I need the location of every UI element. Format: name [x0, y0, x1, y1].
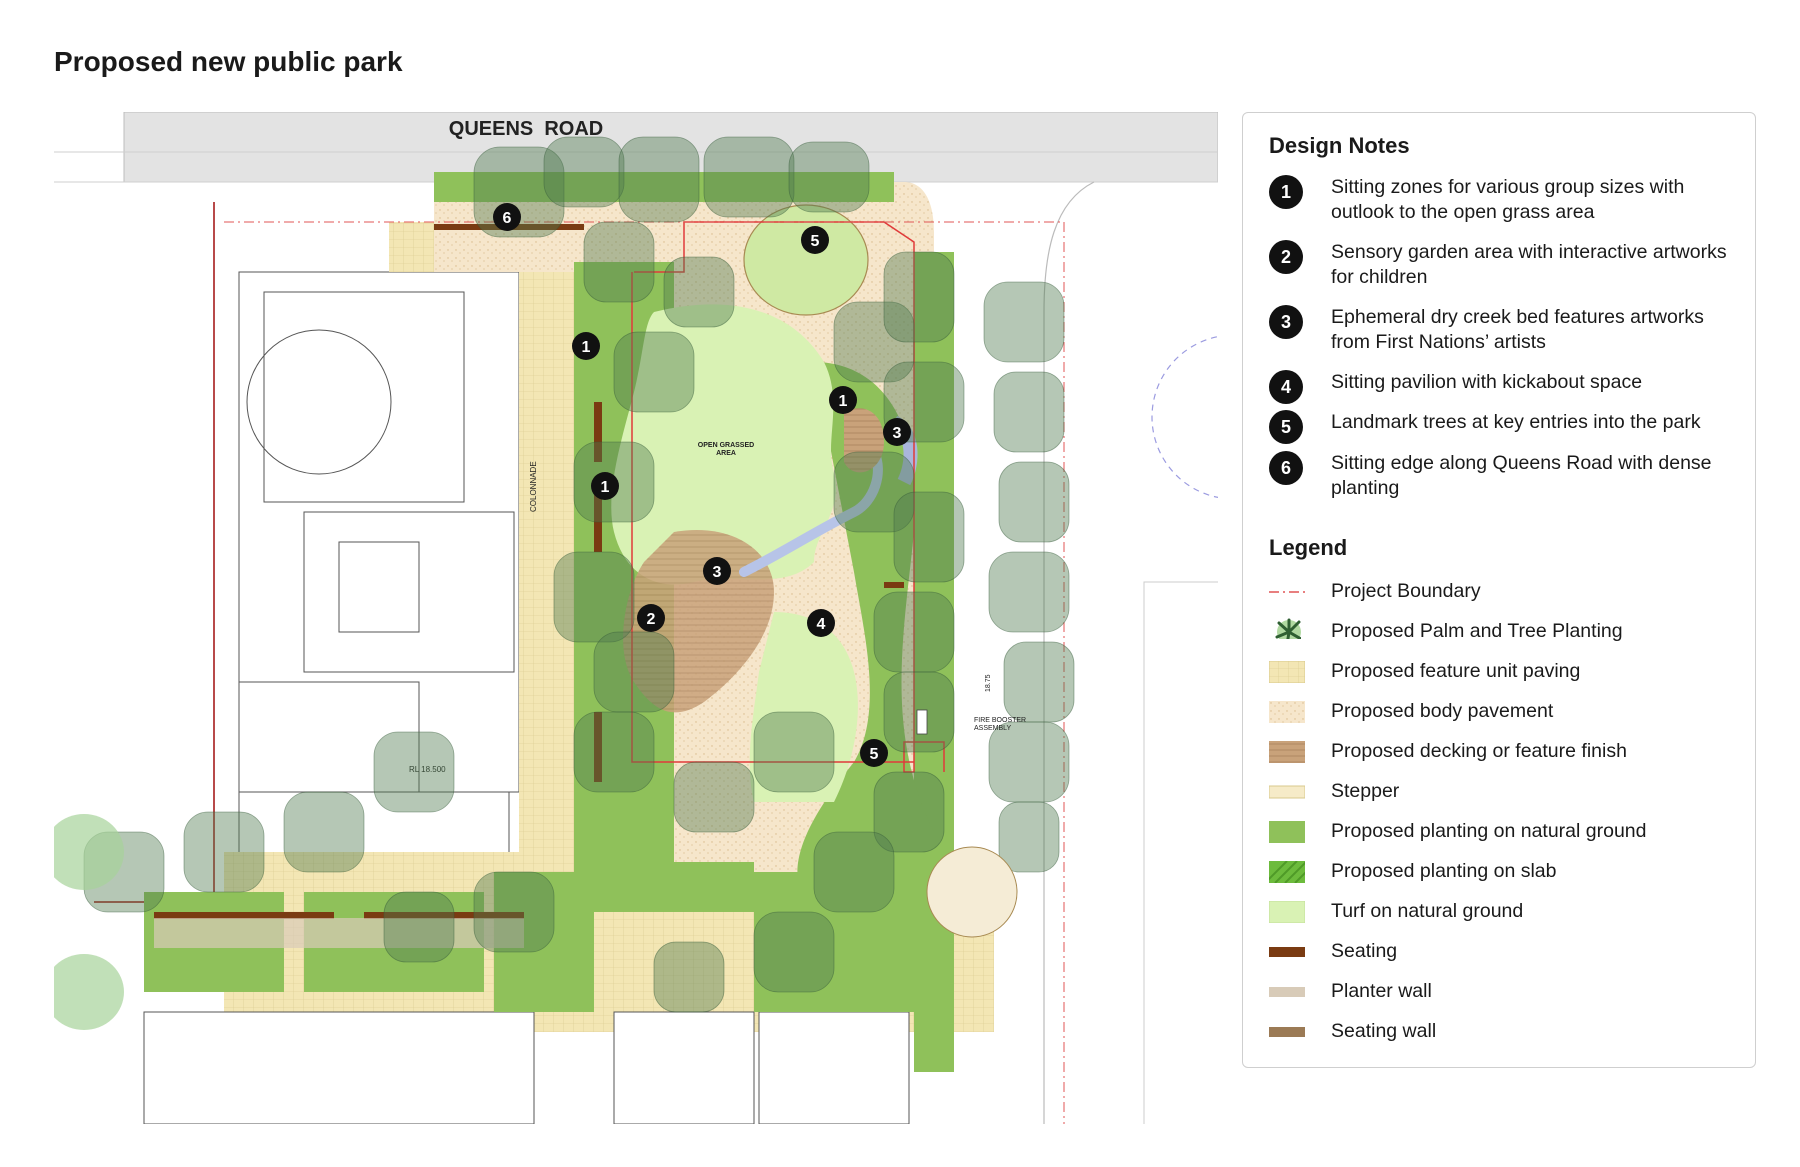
- legend-label: Seating wall: [1331, 1020, 1437, 1042]
- note-number-badge: 5: [1269, 410, 1303, 444]
- legend-label: Proposed feature unit paving: [1331, 660, 1581, 682]
- legend-label: Stepper: [1331, 780, 1400, 802]
- svg-text:1: 1: [601, 479, 610, 496]
- legend-label: Proposed decking or feature finish: [1331, 740, 1627, 762]
- legend-item-seating: Seating: [1269, 937, 1739, 967]
- design-note-markers: 1 1 1 2 3 3 4 5 5 6: [493, 203, 911, 767]
- svg-text:5: 5: [811, 233, 820, 250]
- colonnade-paving: [519, 272, 574, 892]
- legend-item-decking: Proposed decking or feature finish: [1269, 737, 1739, 767]
- legend-label: Proposed planting on natural ground: [1331, 820, 1647, 842]
- legend-item-project-boundary: Project Boundary: [1269, 577, 1739, 607]
- legend-item-seating-wall: Seating wall: [1269, 1017, 1739, 1047]
- legend-heading: Legend: [1269, 535, 1348, 560]
- speckle-pavement-swatch: [1269, 701, 1305, 723]
- svg-text:2: 2: [647, 611, 656, 628]
- dimension-label: 18.75: [985, 674, 992, 692]
- pavilion: [844, 408, 884, 473]
- svg-text:1: 1: [582, 339, 591, 356]
- site-plan-map: QUEENS ROAD RL 18.500 COLONNADE: [54, 112, 1218, 1124]
- svg-text:5: 5: [870, 746, 879, 763]
- svg-text:1: 1: [839, 393, 848, 410]
- legend-item-turf: Turf on natural ground: [1269, 897, 1739, 927]
- landmark-tree-north: [743, 204, 869, 316]
- legend-item-stepper: Stepper: [1269, 777, 1739, 807]
- note-text: Sitting pavilion with kickabout space: [1331, 371, 1643, 393]
- legend-label: Seating: [1331, 940, 1398, 962]
- design-notes-heading: Design Notes: [1269, 133, 1410, 158]
- note-text: Sensory garden area with interactive art…: [1331, 241, 1727, 288]
- marker-3b: 3: [703, 557, 731, 585]
- tree-icon: [1275, 618, 1301, 639]
- note-text: Landmark trees at key entries into the p…: [1331, 411, 1701, 433]
- svg-text:3: 3: [713, 564, 722, 581]
- legend-label: Project Boundary: [1331, 580, 1481, 602]
- note-number-badge: 2: [1269, 240, 1303, 274]
- dry-creek-bed: [739, 447, 883, 577]
- svg-text:3: 3: [893, 425, 902, 442]
- note-text: Ephemeral dry creek bed features artwork…: [1331, 306, 1704, 353]
- marker-1c: 1: [591, 472, 619, 500]
- marker-5a: 5: [801, 226, 829, 254]
- queens-road: [123, 112, 1218, 183]
- marker-1b: 1: [829, 386, 857, 414]
- page-title: Proposed new public park: [54, 46, 403, 77]
- open-area-label-1: OPEN GRASSED: [698, 442, 754, 449]
- marker-3a: 3: [883, 418, 911, 446]
- marker-1a: 1: [572, 332, 600, 360]
- marker-2: 2: [637, 604, 665, 632]
- open-grassed-area: [611, 304, 837, 585]
- legend-item-planting-slab: Proposed planting on slab: [1269, 857, 1739, 887]
- legend-panel: Design Notes 1 Sitting zones for various…: [1242, 112, 1756, 1068]
- fire-booster-label-1: FIRE BOOSTER: [974, 717, 1026, 724]
- note-number-badge: 3: [1269, 305, 1303, 339]
- legend-label: Proposed body pavement: [1331, 700, 1554, 722]
- legend-item-feature-paving: Proposed feature unit paving: [1269, 657, 1739, 687]
- marker-6: 6: [493, 203, 521, 231]
- seating-swatch: [1269, 947, 1305, 957]
- note-number-badge: 4: [1269, 370, 1303, 404]
- legend-item-tree-planting: Proposed Palm and Tree Planting: [1269, 617, 1739, 647]
- marker-5b: 5: [860, 739, 888, 767]
- planting-slab-swatch: [1269, 861, 1305, 883]
- svg-text:4: 4: [817, 616, 826, 633]
- legend-item-planter-wall: Planter wall: [1269, 977, 1739, 1007]
- turf-swatch: [1269, 901, 1305, 923]
- note-number-badge: 1: [1269, 175, 1303, 209]
- site-plan-drawing: QUEENS ROAD RL 18.500 COLONNADE: [54, 112, 1218, 1124]
- open-area-label-2: AREA: [716, 450, 736, 457]
- fire-booster-label-2: ASSEMBLY: [974, 725, 1012, 732]
- legend-label: Proposed planting on slab: [1331, 860, 1557, 882]
- planting-natural-swatch: [1269, 821, 1305, 843]
- boundary-line-swatch: [1269, 591, 1305, 593]
- note-number-badge: 6: [1269, 451, 1303, 485]
- south-turf-area: [749, 612, 858, 802]
- legend-label: Turf on natural ground: [1331, 900, 1524, 922]
- note-text: Sitting edge along Queens Road with dens…: [1331, 452, 1712, 499]
- marker-4: 4: [807, 609, 835, 637]
- grid-paving-swatch: [1269, 661, 1305, 683]
- rl-label: RL 18.500: [409, 765, 446, 774]
- legend-label: Proposed Palm and Tree Planting: [1331, 620, 1623, 642]
- note-text: Sitting zones for various group sizes wi…: [1331, 176, 1685, 223]
- planter-wall-swatch: [1269, 987, 1305, 997]
- stepper-swatch: [1269, 785, 1305, 799]
- seating-wall-swatch: [1269, 1027, 1305, 1037]
- legend-label: Planter wall: [1331, 980, 1432, 1002]
- sensory-garden-decking: [623, 530, 774, 713]
- legend-item-planting-natural: Proposed planting on natural ground: [1269, 817, 1739, 847]
- colonnade-label: COLONNADE: [529, 461, 538, 512]
- street-label: QUEENS ROAD: [449, 118, 603, 140]
- legend-item-body-pavement: Proposed body pavement: [1269, 697, 1739, 727]
- decking-swatch: [1269, 741, 1305, 763]
- svg-text:6: 6: [503, 210, 512, 227]
